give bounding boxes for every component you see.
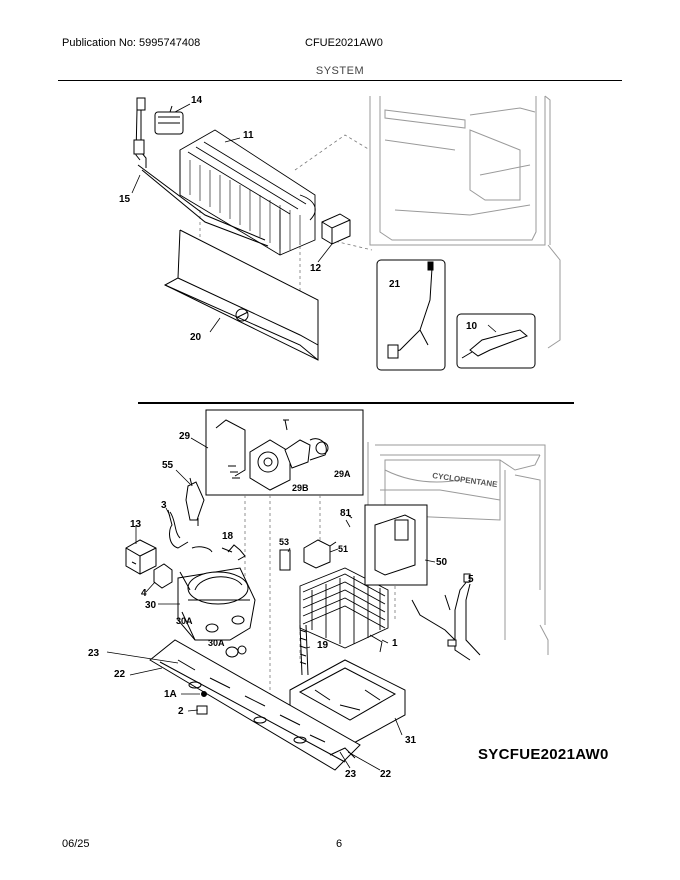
screw-and-clip	[196, 691, 208, 715]
drain-hose	[299, 624, 309, 676]
base-plate	[149, 639, 361, 771]
callout-55: 55	[162, 460, 174, 471]
callout-13: 13	[130, 519, 142, 530]
section-title: SYSTEM	[315, 65, 365, 77]
callout-19: 19	[317, 640, 329, 651]
callout-4: 4	[141, 588, 147, 599]
compressor-harness	[411, 573, 481, 661]
callout-10: 10	[466, 321, 478, 332]
callout-53: 53	[279, 537, 289, 547]
compressor	[177, 567, 256, 658]
defrost-heater-connector	[321, 213, 351, 245]
cabinet-text: CYCLOPENTANE	[432, 471, 499, 489]
callout-23: 23	[88, 648, 100, 659]
upper-cabinet	[369, 95, 561, 349]
model-number: CFUE2021AW0	[305, 37, 383, 49]
inset-sensor-21	[376, 259, 446, 371]
header-rule	[58, 80, 622, 81]
condenser-fan-motor	[303, 539, 337, 569]
section-divider	[138, 402, 574, 404]
diagram-code: SYCFUE2021AW0	[478, 746, 609, 763]
callout-51: 51	[338, 544, 348, 554]
callout-1: 1	[392, 638, 398, 649]
callout-14: 14	[191, 95, 203, 106]
condenser-coil	[299, 567, 389, 653]
callout-30A-2: 30A	[208, 638, 225, 648]
drain-trough	[163, 229, 319, 361]
callout-30: 30	[145, 600, 157, 611]
callout-29A: 29A	[334, 469, 351, 479]
inset-thermistor-10	[456, 313, 536, 369]
callout-11: 11	[243, 130, 254, 141]
callout-31: 31	[405, 735, 417, 746]
callout-3: 3	[161, 500, 167, 511]
filter-drier	[185, 477, 205, 526]
tubing-clips	[191, 544, 246, 561]
callout-12: 12	[310, 263, 322, 274]
fan-grommet	[279, 549, 291, 571]
callout-21: 21	[389, 279, 401, 290]
evaporator-coil	[179, 129, 316, 256]
callout-29B: 29B	[292, 483, 309, 493]
lower-cabinet	[367, 442, 549, 655]
callout-2: 2	[178, 706, 184, 717]
callout-18: 18	[222, 531, 234, 542]
capillary-tube	[167, 509, 189, 549]
callout-30A-1: 30A	[176, 616, 193, 626]
callout-1A: 1A	[164, 689, 177, 700]
inset-control-board	[347, 504, 428, 586]
callout-22: 22	[114, 669, 126, 680]
wire-harness	[133, 97, 269, 247]
footer-date: 06/25	[62, 838, 90, 850]
inset-fan-assembly	[205, 409, 364, 496]
publication-number: Publication No: 5995747408	[62, 37, 201, 49]
callout-5: 5	[468, 574, 474, 585]
page-number: 6	[336, 838, 343, 850]
callout-81: 81	[340, 508, 352, 519]
callout-23b: 23	[345, 769, 357, 780]
callout-22b: 22	[380, 769, 392, 780]
defrost-limiter	[154, 105, 184, 135]
overload-protector	[153, 563, 173, 589]
lower-leaders	[106, 437, 469, 771]
callout-50: 50	[436, 557, 448, 568]
start-relay	[125, 539, 157, 575]
callout-29: 29	[179, 431, 191, 442]
callout-15: 15	[119, 194, 131, 205]
callout-20: 20	[190, 332, 202, 343]
upper-leaders	[131, 103, 497, 333]
